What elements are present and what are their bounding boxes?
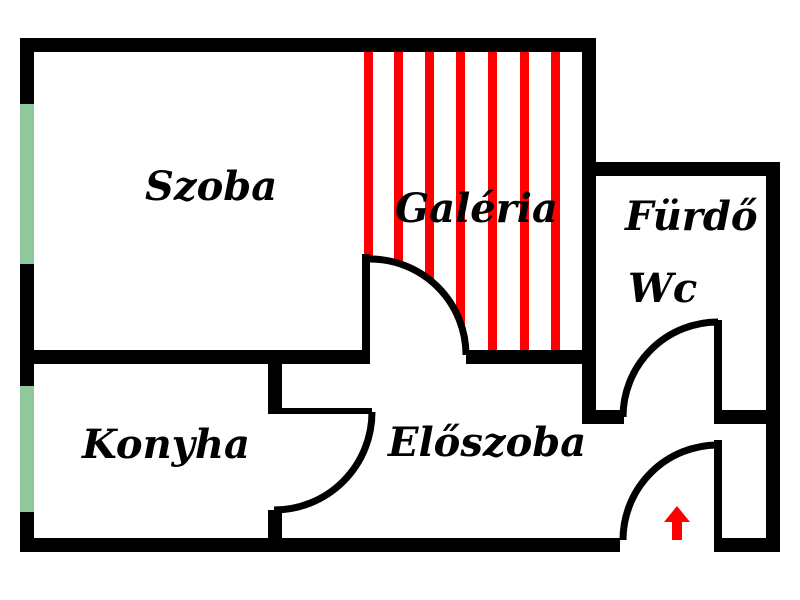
gallery-stripes <box>364 52 560 352</box>
wall-bottom <box>20 538 620 552</box>
wall-konyha-door-header <box>268 408 372 414</box>
windows <box>20 104 34 512</box>
gallery-stripe <box>520 52 529 352</box>
wall-top <box>20 38 596 52</box>
door-swing-bathroom <box>619 318 719 418</box>
gallery-stripe <box>425 52 434 352</box>
room-label-konyha: Konyha <box>81 421 250 468</box>
door-swing-konyha <box>273 411 376 514</box>
door-swing-entrance <box>619 441 719 541</box>
wall-bathroom-door-jamb <box>714 320 722 424</box>
gallery-stripe <box>394 52 403 352</box>
wall-konyha-upper <box>268 364 282 414</box>
gallery-stripe <box>488 52 497 352</box>
room-label-eloszoba: Előszoba <box>387 419 586 466</box>
wall-bathroom-top <box>582 162 780 176</box>
wall-entrance-door-jamb <box>714 440 722 552</box>
door-swing-gallery <box>369 255 470 356</box>
door-swings <box>273 255 719 541</box>
gallery-door-clear <box>370 259 466 355</box>
wall-bathroom-bottom-left <box>582 410 624 424</box>
room-label-galeria: Galéria <box>395 185 558 232</box>
wall-gallery-bottom <box>466 350 590 364</box>
gallery-stripe <box>551 52 560 352</box>
room-label-furdo: Fürdő <box>624 193 758 240</box>
wall-gallery-right <box>582 38 596 422</box>
room-label-wc: Wc <box>628 265 697 312</box>
wall-konyha-lower <box>268 510 282 550</box>
wall-szoba-door-jamb <box>362 254 370 364</box>
room-label-szoba: Szoba <box>145 163 277 210</box>
gallery-stripe <box>456 52 465 352</box>
window-szoba <box>20 104 34 264</box>
wall-szoba-bottom <box>20 350 370 364</box>
wall-bottom-right <box>718 538 780 552</box>
up-arrow-shaft <box>672 520 682 540</box>
wall-right <box>766 162 780 552</box>
up-arrow-head <box>664 506 690 522</box>
walls <box>20 38 780 552</box>
wall-bathroom-bottom-right <box>720 410 780 424</box>
gallery-stripe <box>364 52 373 352</box>
up-arrow-icon <box>664 506 690 540</box>
window-konyha <box>20 386 34 512</box>
